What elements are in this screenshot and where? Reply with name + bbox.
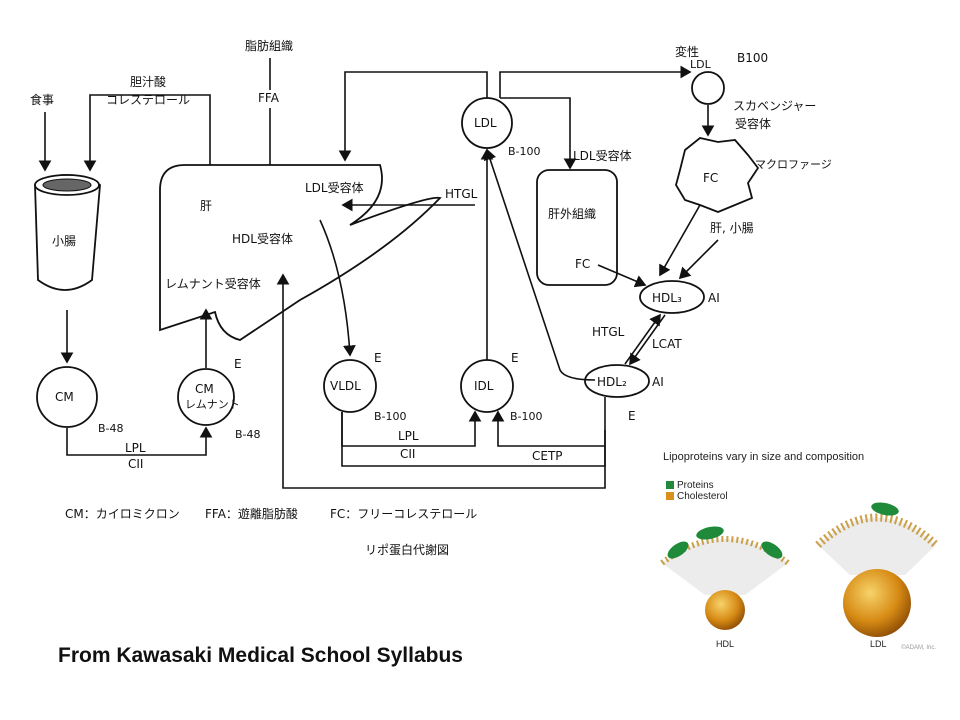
hdl-label: HDL [716, 639, 734, 649]
legend-proteins: Proteins [666, 480, 714, 491]
remnant-apo-b48: B-48 [235, 428, 261, 441]
hdl3-particle [639, 280, 705, 314]
hdl-core [705, 590, 745, 630]
input-meal: 食事 [30, 92, 54, 107]
input-cholesterol: コレステロール [106, 93, 190, 107]
input-adipose: 脂肪組織 [245, 38, 293, 53]
ldl-core [843, 569, 911, 637]
macrophage-cell [675, 137, 760, 213]
lpl-label-vldl: LPL [398, 429, 419, 443]
ldl-illustration: LDL [815, 502, 939, 649]
denatured-apo-b100: B100 [737, 51, 768, 65]
hdl2-apo-ai: AI [652, 375, 664, 389]
ldl-receptor-ext: LDL受容体 [573, 148, 632, 163]
cholesterol-label: Cholesterol [677, 491, 728, 502]
lpl-label-cm: LPL [125, 441, 146, 455]
idl-apo-b100: B-100 [510, 410, 543, 423]
vldl-particle [323, 359, 377, 413]
hdl3-apo-ai: AI [708, 291, 720, 305]
vldl-apo-b100: B-100 [374, 410, 407, 423]
cholesterol-swatch [666, 492, 674, 501]
inset-title: Lipoproteins vary in size and compositio… [663, 451, 865, 463]
diagram-title: リポ蛋白代謝図 [365, 542, 449, 557]
cii-label-cm: CII [128, 457, 143, 471]
legend-cholesterol: Cholesterol [666, 491, 728, 502]
liver-outline [159, 164, 442, 341]
remnant-apo-e: E [234, 357, 242, 371]
ldl-receptor-liver: LDL受容体 [305, 180, 364, 195]
small-intestine: 小腸 [34, 174, 101, 291]
cm-label: CM [55, 390, 74, 404]
htgl-label-hdl: HTGL [592, 325, 625, 339]
hdl-illustration: HDL [660, 526, 790, 649]
remnant-receptor: レムナント受容体 [165, 276, 261, 291]
proteins-label: Proteins [677, 480, 714, 491]
lcat-label: LCAT [652, 337, 682, 351]
denatured-ldl-particle [691, 71, 725, 105]
cm-apo-b48: B-48 [98, 422, 124, 435]
macrophage-label: マクロファージ [755, 158, 832, 171]
input-ffa: FFA [258, 91, 280, 105]
hdl3-label: HDL₃ [652, 291, 682, 305]
macrophage-core: FC [703, 171, 718, 185]
liver-label: 肝 [200, 199, 212, 213]
liver-intestine-label: 肝, 小腸 [710, 221, 754, 235]
ldl-apo-b100: B-100 [508, 145, 541, 158]
proteins-swatch [666, 481, 674, 490]
small-intestine-label: 小腸 [52, 234, 76, 248]
hdl2-apo-e: E [628, 409, 636, 423]
cm-remnant-label: CM [195, 382, 214, 396]
lipoprotein-size-inset: Lipoproteins vary in size and compositio… [640, 445, 940, 665]
ldl-label: LDL [474, 116, 497, 130]
hdl-receptor: HDL受容体 [232, 231, 293, 246]
vldl-label: VLDL [330, 379, 361, 393]
legend-fc: FC：フリーコレステロール [330, 507, 477, 521]
htgl-label-liver: HTGL [445, 187, 478, 201]
vldl-apo-e: E [374, 351, 382, 365]
extrahepatic-label: 肝外組織 [548, 207, 596, 221]
fc-label: FC [575, 257, 590, 271]
idl-apo-e: E [511, 351, 519, 365]
hdl2-particle [584, 364, 650, 398]
input-bile-acid: 胆汁酸 [130, 74, 166, 89]
image-credit: ©ADAM, Inc. [901, 645, 936, 651]
cm-remnant-particle [177, 368, 235, 426]
page-caption: From Kawasaki Medical School Syllabus [58, 644, 463, 667]
cm-remnant-sublabel: レムナント [185, 398, 240, 411]
scavenger-label-2: 受容体 [735, 116, 771, 131]
cii-label-vldl: CII [400, 447, 415, 461]
idl-label: IDL [474, 379, 494, 393]
hdl2-label: HDL₂ [597, 375, 627, 389]
legend-cm: CM：カイロミクロン [65, 507, 180, 521]
cetp-label: CETP [532, 449, 563, 463]
extrahepatic-tissue [536, 169, 618, 286]
denatured-ldl-label: LDL [690, 58, 712, 71]
ldl-label: LDL [870, 639, 887, 649]
legend-ffa: FFA：遊離脂肪酸 [205, 506, 298, 521]
cm-particle [36, 366, 98, 428]
denatured-label: 変性 [675, 44, 699, 59]
scavenger-label: スカベンジャー [733, 99, 816, 113]
